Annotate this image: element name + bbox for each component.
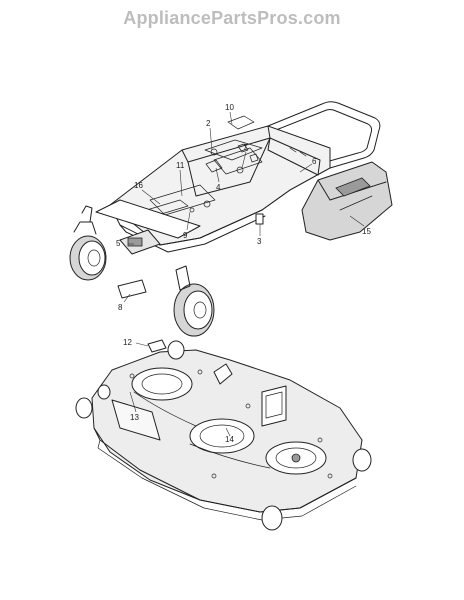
callout-12: 12 <box>123 338 132 347</box>
callout-4: 4 <box>216 183 221 192</box>
front-caster-wheel-right <box>173 265 215 337</box>
callout-11: 11 <box>176 161 185 170</box>
front-caster-wheel-left <box>69 221 107 281</box>
front-decal-5 <box>119 229 161 255</box>
callout-2: 2 <box>206 119 211 128</box>
callout-labels: 10 2 7 6 4 11 16 9 3 5 15 8 12 13 14 <box>116 103 371 444</box>
callout-16: 16 <box>134 181 143 190</box>
callout-3: 3 <box>257 237 262 246</box>
callout-5: 5 <box>116 239 121 248</box>
watermark: AppliancePartsPros.com <box>123 8 341 28</box>
rear-fender-cover <box>301 161 393 241</box>
callout-7: 7 <box>243 143 248 152</box>
callout-15: 15 <box>362 227 371 236</box>
callout-6: 6 <box>312 157 317 166</box>
callout-9: 9 <box>183 231 188 240</box>
mower-deck <box>75 340 372 531</box>
callout-13: 13 <box>130 413 139 422</box>
decal-12 <box>147 339 167 353</box>
callout-8: 8 <box>118 303 123 312</box>
mower-chassis <box>81 101 381 253</box>
callout-10: 10 <box>225 103 234 112</box>
leader-lines <box>123 111 365 437</box>
callout-14: 14 <box>225 435 234 444</box>
decal-8 <box>117 279 147 299</box>
